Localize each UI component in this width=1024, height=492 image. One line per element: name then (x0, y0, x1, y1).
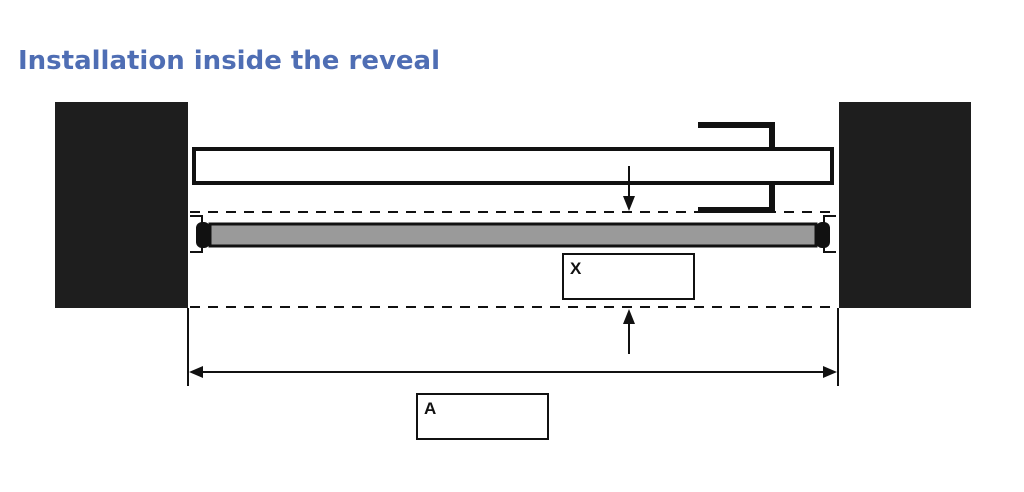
bottom-rail (208, 222, 818, 248)
left-wall (55, 102, 188, 308)
a-label-box (416, 393, 549, 440)
right-wall (839, 102, 971, 308)
diagram-title: Installation inside the reveal (18, 46, 440, 76)
x-label-text: X (570, 259, 582, 278)
x-dimension-arrow-bottom-head (623, 309, 635, 324)
x-label-box (562, 253, 695, 300)
a-dimension-arrow-left (189, 366, 203, 378)
left-rail-cap (196, 222, 210, 248)
a-label-text: A (424, 399, 436, 418)
a-dimension-arrow-right (823, 366, 837, 378)
mounting-bracket (698, 122, 775, 213)
x-dimension-arrow-top-head (623, 196, 635, 211)
housing-box (192, 147, 834, 185)
right-rail-cap (816, 222, 830, 248)
